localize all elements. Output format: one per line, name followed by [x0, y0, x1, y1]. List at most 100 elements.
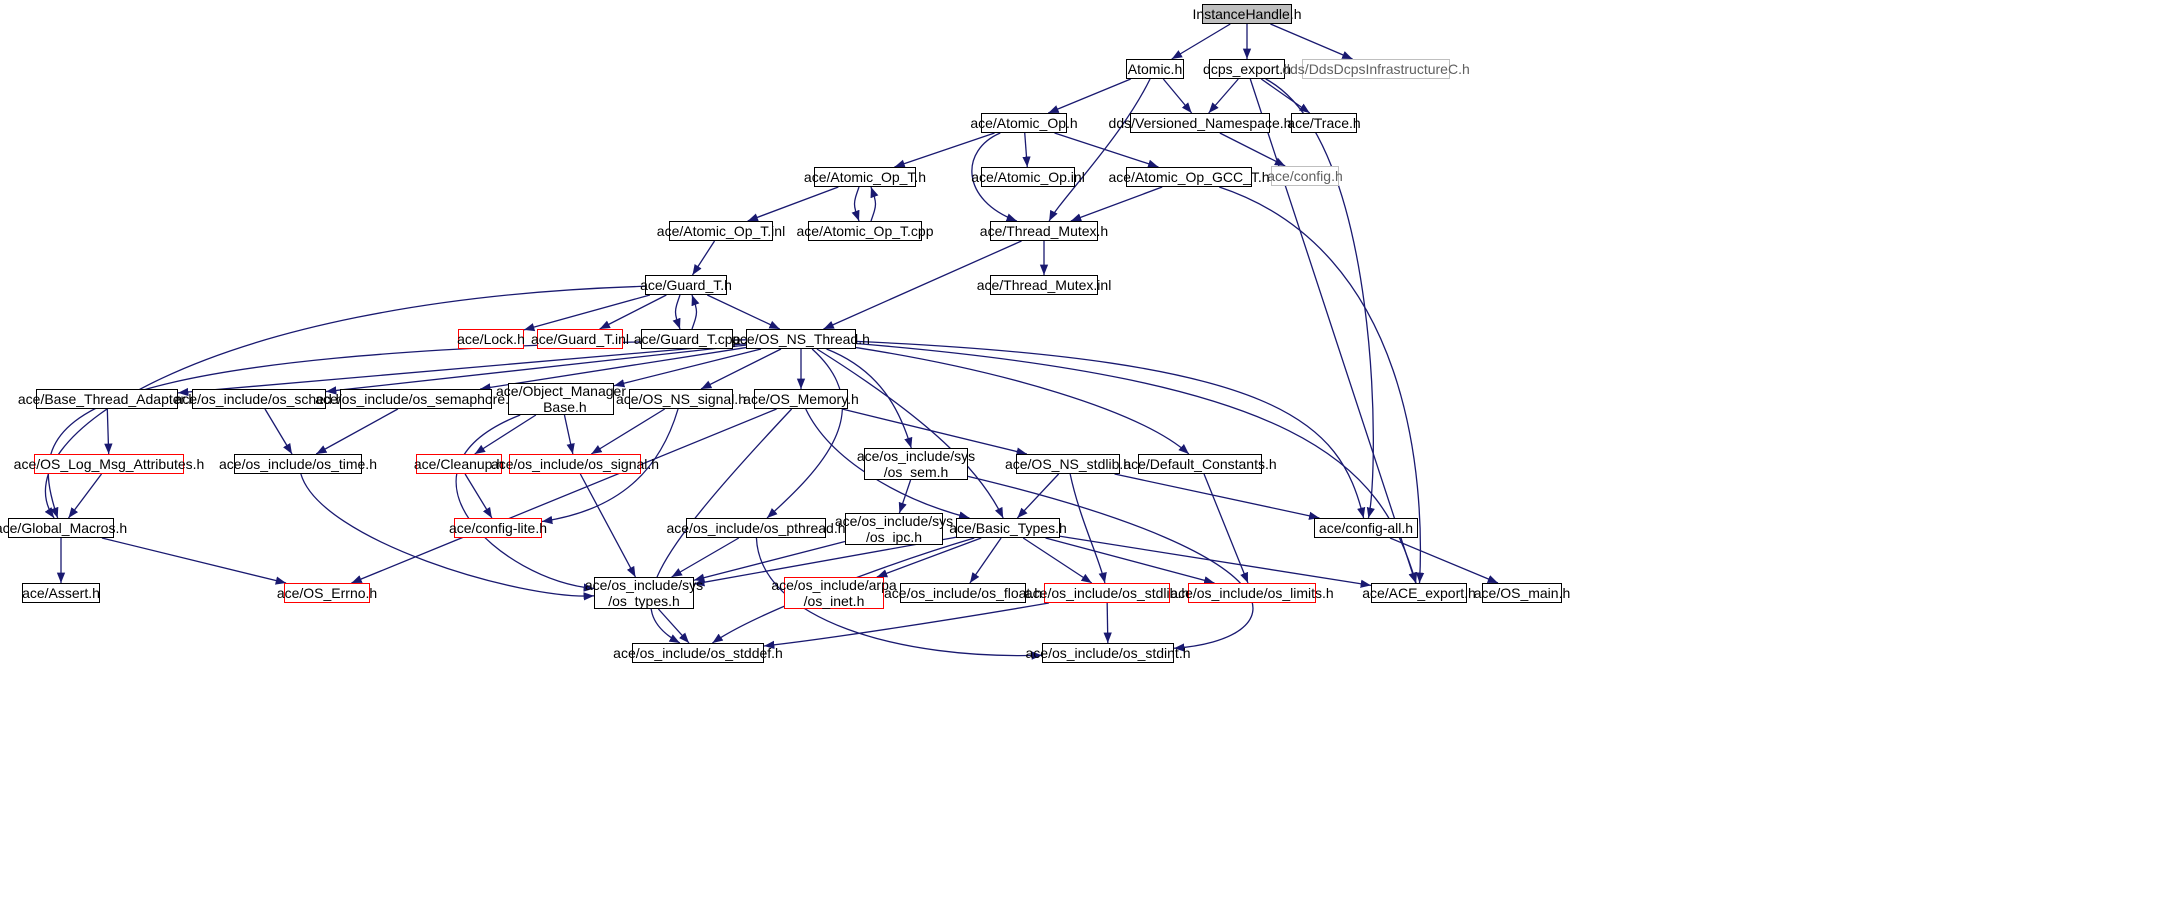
node-atomic[interactable]: Atomic.h	[1126, 59, 1184, 79]
node-assert[interactable]: ace/Assert.h	[22, 583, 100, 603]
edge-atomic-to-thread-mutex	[1048, 78, 1151, 222]
node-config-lite[interactable]: ace/config-lite.h	[448, 518, 548, 538]
node-os-limits[interactable]: ace/os_include/os_limits.h	[1170, 583, 1334, 603]
edge-os-sem-to-os-ipc	[898, 479, 912, 514]
edge-basic-types-to-os-inet	[876, 537, 982, 578]
edge-os-ns-signal-to-config-lite	[541, 408, 679, 525]
edge-os-ns-thread-to-config-all	[855, 340, 1366, 519]
node-dds-infrastructure[interactable]: dds/DdsDcpsInfrastructureC.h	[1282, 59, 1470, 79]
node-os-errno[interactable]: ace/OS_Errno.h	[276, 583, 378, 603]
node-os-sem[interactable]: ace/os_include/sys /os_sem.h	[856, 448, 976, 480]
edge-basic-types-to-ace-export	[1059, 535, 1372, 588]
edge-dcps-export-to-trace	[1260, 78, 1311, 114]
edge-os-ns-thread-to-basic-types	[816, 348, 1004, 519]
edge-os-stdlib-to-os-stdint	[1103, 602, 1112, 644]
node-thread-mutex[interactable]: ace/Thread_Mutex.h	[979, 221, 1109, 241]
node-os-pthread[interactable]: ace/os_include/os_pthread.h	[666, 518, 846, 538]
edge-guard-t-to-lock	[523, 294, 651, 332]
node-instance-handle[interactable]: InstanceHandle.h	[1192, 4, 1302, 24]
edge-os-ns-stdlib-to-os-stdlib	[1069, 473, 1107, 584]
node-os-ns-stdlib[interactable]: ace/OS_NS_stdlib.h	[1004, 454, 1132, 474]
edge-atomic-op-gcc-to-ace-export	[1219, 186, 1425, 584]
edge-object-manager-base-to-cleanup	[474, 414, 537, 455]
edge-cleanup-to-config-lite	[464, 473, 493, 519]
node-atomic-op[interactable]: ace/Atomic_Op.h	[970, 113, 1078, 133]
node-os-stddef[interactable]: ace/os_include/os_stddef.h	[613, 643, 783, 663]
edge-atomic-op-t-inl-to-guard-t	[691, 240, 716, 276]
edge-basic-types-to-os-float	[969, 537, 1002, 584]
node-atomic-op-inl[interactable]: ace/Atomic_Op.inl	[971, 167, 1085, 187]
node-os-signal[interactable]: ace/os_include/os_signal.h	[490, 454, 660, 474]
edge-os-ns-thread-to-os-pthread	[766, 348, 844, 519]
node-default-constants[interactable]: ace/Default_Constants.h	[1123, 454, 1277, 474]
node-os-types[interactable]: ace/os_include/sys /os_types.h	[584, 577, 704, 609]
edge-os-time-to-os-types	[300, 473, 595, 601]
edge-os-sem-to-os-stdint	[967, 475, 1254, 652]
node-guard-t[interactable]: ace/Guard_T.h	[640, 275, 732, 295]
node-global-macros[interactable]: ace/Global_Macros.h	[0, 518, 128, 538]
node-os-time[interactable]: ace/os_include/os_time.h	[219, 454, 377, 474]
node-os-memory[interactable]: ace/OS_Memory.h	[743, 389, 859, 409]
edge-atomic-op-to-atomic-op-gcc	[1054, 132, 1159, 168]
edge-atomic-op-to-atomic-op-t	[894, 132, 995, 168]
node-dcps-export[interactable]: dcps_export.h	[1203, 59, 1291, 79]
edge-atomic-to-atomic-op	[1048, 78, 1131, 114]
edge-os-memory-to-os-stddef	[650, 408, 793, 644]
node-config-all[interactable]: ace/config-all.h	[1314, 518, 1418, 538]
edge-guard-t-to-os-ns-thread	[707, 294, 780, 330]
edge-os-ns-thread-to-default-constants	[855, 346, 1190, 455]
node-base-thread-adapter[interactable]: ace/Base_Thread_Adapter.h	[17, 389, 197, 409]
edge-basic-types-to-os-stdlib	[1022, 537, 1093, 584]
node-os-stdlib[interactable]: ace/os_include/os_stdlib.h	[1024, 583, 1190, 603]
edge-versioned-ns-to-config	[1219, 132, 1286, 167]
node-os-semaphore[interactable]: ace/os_include/os_semaphore.h	[315, 389, 517, 409]
node-trace[interactable]: ace/Trace.h	[1287, 113, 1361, 133]
node-atomic-op-t-cpp[interactable]: ace/Atomic_Op_T.cpp	[796, 221, 934, 241]
node-os-main[interactable]: ace/OS_main.h	[1473, 583, 1571, 603]
edge-os-sched-to-os-time	[264, 408, 293, 455]
node-guard-t-cpp[interactable]: ace/Guard_T.cpp	[633, 329, 741, 349]
node-os-ns-signal[interactable]: ace/OS_NS_signal.h	[616, 389, 746, 409]
edge-os-pthread-to-os-stdint	[755, 537, 1043, 660]
edge-object-manager-base-to-os-types	[455, 414, 595, 592]
edge-os-semaphore-to-os-time	[315, 408, 399, 455]
edge-thread-mutex-to-os-ns-thread	[823, 240, 1022, 330]
edge-instance-handle-to-dds-infra	[1270, 23, 1353, 60]
node-atomic-op-t-inl[interactable]: ace/Atomic_Op_T.inl	[656, 221, 786, 241]
edge-os-ns-thread-to-os-ns-signal	[700, 348, 782, 390]
edge-dcps-export-to-config-all	[1265, 78, 1375, 519]
node-os-ns-thread[interactable]: ace/OS_NS_Thread.h	[732, 329, 870, 349]
node-atomic-op-gcc-t[interactable]: ace/Atomic_Op_GCC_T.h	[1108, 167, 1270, 187]
edge-atomic-op-t-to-atomic-op-t-inl	[747, 186, 839, 222]
edge-atomic-to-versioned-ns	[1162, 78, 1193, 114]
edge-os-stdlib-to-os-stddef	[763, 602, 1049, 650]
node-object-manager-base[interactable]: ace/Object_Manager _Base.h	[496, 383, 626, 415]
node-os-inet[interactable]: ace/os_include/arpa /os_inet.h	[771, 577, 897, 609]
node-ace-export[interactable]: ace/ACE_export.h	[1362, 583, 1476, 603]
edge-os-ns-signal-to-os-signal	[590, 408, 666, 455]
node-atomic-op-t[interactable]: ace/Atomic_Op_T.h	[803, 167, 927, 187]
node-os-log-msg-attributes[interactable]: ace/OS_Log_Msg_Attributes.h	[13, 454, 205, 474]
node-os-sched[interactable]: ace/os_include/os_sched.h	[174, 389, 344, 409]
edge-atomic-op-to-thread-mutex	[971, 132, 1018, 222]
edge-os-memory-to-os-errno	[351, 408, 777, 584]
node-os-ipc[interactable]: ace/os_include/sys /os_ipc.h	[834, 513, 954, 545]
node-cleanup[interactable]: ace/Cleanup.h	[413, 454, 505, 474]
node-os-stdint[interactable]: ace/os_include/os_stdint.h	[1025, 643, 1191, 663]
edge-os-types-to-os-stddef	[657, 608, 690, 644]
node-basic-types[interactable]: ace/Basic_Types.h	[949, 518, 1067, 538]
node-lock[interactable]: ace/Lock.h	[457, 329, 525, 349]
edge-os-ns-stdlib-to-basic-types	[1016, 473, 1060, 519]
node-versioned-namespace[interactable]: dds/Versioned_Namespace.h	[1108, 113, 1292, 133]
edge-object-manager-base-to-os-signal	[563, 414, 575, 455]
node-guard-t-inl[interactable]: ace/Guard_T.inl	[530, 329, 630, 349]
node-thread-mutex-inl[interactable]: ace/Thread_Mutex.inl	[976, 275, 1112, 295]
edge-guard-t-to-global-macros	[44, 285, 646, 519]
edge-os-signal-to-os-types	[579, 473, 637, 578]
node-config[interactable]: ace/config.h	[1267, 166, 1343, 186]
node-os-float[interactable]: ace/os_include/os_float.h	[884, 583, 1042, 603]
edge-os-memory-to-os-ns-stdlib	[841, 408, 1028, 456]
edge-os-pthread-to-os-types	[671, 537, 740, 578]
edge-atomic-op-to-atomic-op-inl	[1022, 132, 1031, 168]
